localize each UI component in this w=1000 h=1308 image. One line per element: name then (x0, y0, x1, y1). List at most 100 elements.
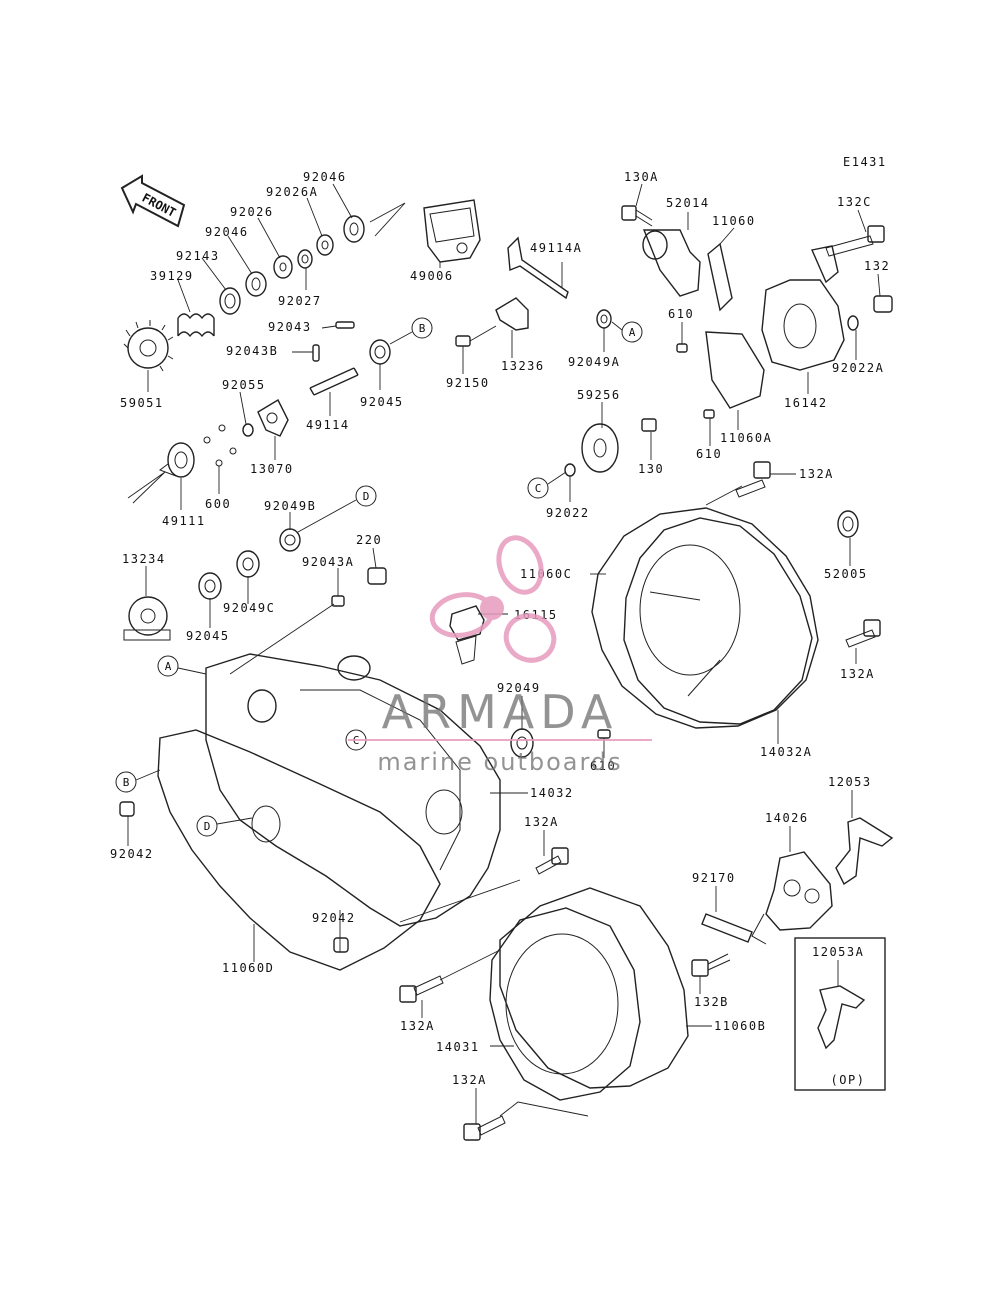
label-92042-a: 92042 (110, 847, 154, 861)
part-92045-upper (369, 339, 391, 365)
part-130A (621, 205, 653, 227)
label-132C: 132C (837, 195, 872, 209)
label-92049: 92049 (497, 681, 541, 695)
part-132A-right (845, 619, 881, 648)
callout-a-top: A (611, 321, 643, 343)
label-92022A: 92022A (832, 361, 884, 375)
part-132A-bottom (463, 1115, 506, 1141)
part-130 (641, 418, 657, 432)
part-11060A (705, 331, 765, 409)
watermark-brand: ARMADA (382, 685, 619, 739)
label-59051: 59051 (120, 396, 164, 410)
callout-b-top: B (389, 317, 433, 345)
part-92143 (219, 287, 241, 315)
label-92043A: 92043A (302, 555, 354, 569)
part-16142 (761, 245, 845, 371)
label-92170: 92170 (692, 871, 736, 885)
label-92027: 92027 (278, 294, 322, 308)
part-13234 (123, 596, 171, 641)
part-92049B (279, 528, 301, 552)
label-13236: 13236 (501, 359, 545, 373)
label-92150: 92150 (446, 376, 490, 390)
label-220: 220 (356, 533, 382, 547)
label-92049B: 92049B (264, 499, 316, 513)
part-11060 (707, 242, 733, 312)
part-39129 (177, 313, 215, 338)
part-92026A (316, 234, 334, 256)
label-92045-a: 92045 (360, 395, 404, 409)
callout-c-top: C (527, 471, 567, 499)
watermark: ARMADA marine outboards (348, 535, 652, 776)
part-92049A (596, 309, 612, 329)
label-12053: 12053 (828, 775, 872, 789)
label-92042-b: 92042 (312, 911, 356, 925)
part-16115 (449, 605, 485, 665)
part-14026 (751, 851, 833, 945)
part-92043 (335, 321, 355, 329)
part-92049C (236, 550, 260, 578)
label-132A-e: 132A (840, 667, 875, 681)
label-132: 132 (864, 259, 890, 273)
label-610-c: 610 (590, 759, 616, 773)
part-220 (367, 567, 387, 585)
part-14032A (623, 517, 813, 725)
part-92046-upper (343, 215, 365, 243)
part-92027 (297, 249, 313, 269)
label-130A: 130A (624, 170, 659, 184)
label-132A-c: 132A (452, 1073, 487, 1087)
part-52005 (837, 510, 859, 538)
label-14032A: 14032A (760, 745, 812, 759)
label-12053A: 12053A (812, 945, 864, 959)
label-132A-d: 132A (799, 467, 834, 481)
svg-text:A: A (629, 326, 636, 339)
callout-a-bottom: A (157, 655, 207, 677)
label-132A-a: 132A (524, 815, 559, 829)
part-132A-center (535, 847, 569, 875)
label-59256: 59256 (577, 388, 621, 402)
part-610-upper (676, 343, 688, 353)
part-132A-lower-left (399, 975, 444, 1003)
label-14032: 14032 (530, 786, 574, 800)
part-labels: 92046 92026A 92026 92046 92143 39129 590… (110, 170, 890, 1087)
part-59256 (581, 423, 619, 473)
part-92055 (242, 423, 254, 437)
label-92026: 92026 (230, 205, 274, 219)
part-132A-top (735, 461, 771, 498)
label-11060B: 11060B (714, 1019, 766, 1033)
label-49114A: 49114A (530, 241, 582, 255)
part-52014 (642, 229, 701, 297)
part-92045-lower (198, 572, 222, 600)
part-92046-lower (245, 271, 267, 297)
label-11060: 11060 (712, 214, 756, 228)
part-92042-left (119, 801, 135, 817)
label-92043: 92043 (268, 320, 312, 334)
part-49114 (309, 367, 359, 396)
label-610-b: 610 (696, 447, 722, 461)
label-92143: 92143 (176, 249, 220, 263)
callout-b-bottom: B (115, 769, 161, 793)
part-92022A (847, 315, 859, 331)
label-132A-b: 132A (400, 1019, 435, 1033)
label-92046-b: 92046 (205, 225, 249, 239)
part-92026 (273, 255, 293, 279)
label-13070: 13070 (250, 462, 294, 476)
part-12053A (817, 985, 866, 1050)
label-52014: 52014 (666, 196, 710, 210)
part-132C (825, 225, 885, 257)
label-92043B: 92043B (226, 344, 278, 358)
label-600: 600 (205, 497, 231, 511)
svg-text:B: B (123, 776, 130, 789)
part-92022 (564, 463, 576, 477)
part-11060C (591, 507, 819, 729)
optional-box: (OP) (794, 937, 886, 1091)
label-49006: 49006 (410, 269, 454, 283)
part-132 (873, 295, 893, 313)
label-92046-a: 92046 (303, 170, 347, 184)
callout-d-bottom: D (196, 815, 253, 837)
label-49111: 49111 (162, 514, 206, 528)
svg-text:A: A (165, 660, 172, 673)
part-92150 (455, 325, 497, 347)
part-600 (203, 424, 237, 467)
part-11060D (157, 729, 441, 971)
label-610-a: 610 (668, 307, 694, 321)
